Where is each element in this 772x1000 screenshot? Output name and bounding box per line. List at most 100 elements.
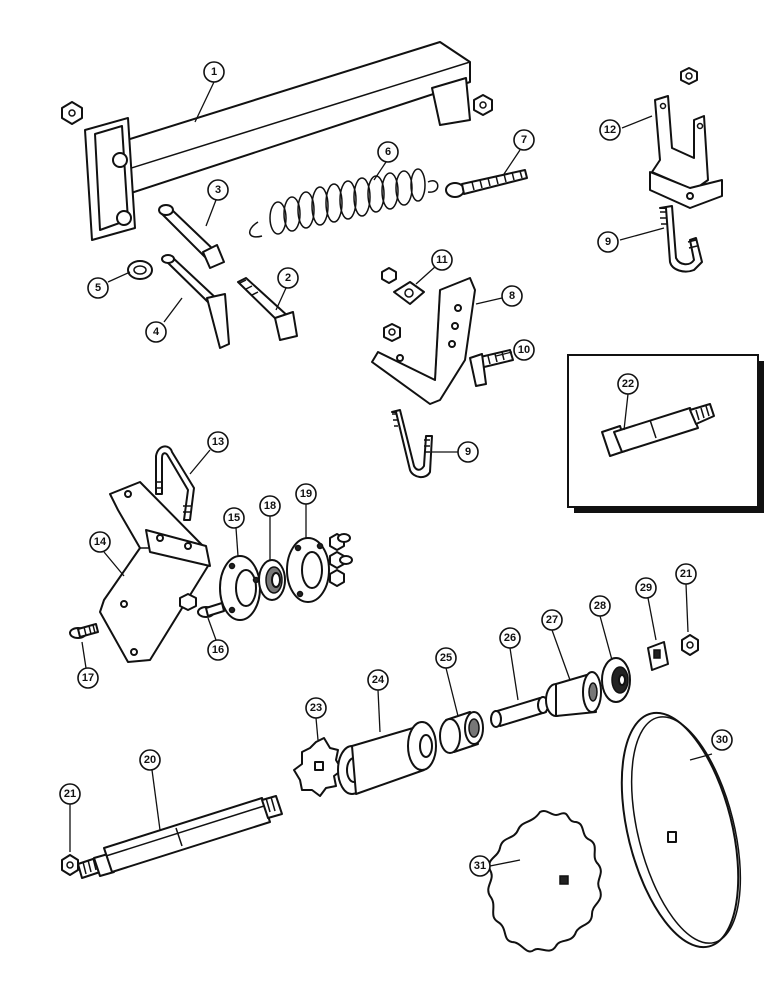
callout-7: 7 xyxy=(513,129,535,151)
callout-15: 15 xyxy=(223,507,245,529)
callout-9-right: 9 xyxy=(597,231,619,253)
callout-19: 19 xyxy=(295,483,317,505)
part-5-lynch-ring xyxy=(127,260,153,280)
part-20-axle xyxy=(77,795,283,879)
callout-label: 3 xyxy=(215,184,221,196)
callout-4: 4 xyxy=(145,321,167,343)
callout-label: 20 xyxy=(144,754,156,766)
part-3-pin xyxy=(158,204,225,269)
callout-8: 8 xyxy=(501,285,523,307)
callout-label: 31 xyxy=(474,860,486,872)
callout-label: 12 xyxy=(604,124,616,136)
part-9-u-bolt-middle xyxy=(391,409,433,478)
callout-label: 15 xyxy=(228,512,240,524)
callout-1: 1 xyxy=(203,61,225,83)
callout-28: 28 xyxy=(589,595,611,617)
part-21-nut-left xyxy=(61,854,79,876)
callout-17: 17 xyxy=(77,667,99,689)
callout-9-middle: 9 xyxy=(457,441,479,463)
callout-22: 22 xyxy=(617,373,639,395)
part-31-notched-disc xyxy=(487,810,602,953)
callout-label: 7 xyxy=(521,134,527,146)
part-16-carriage-bolt xyxy=(197,602,225,618)
part-27-spool-half xyxy=(545,671,602,717)
part-17-carriage-bolt xyxy=(69,623,99,639)
callout-label: 10 xyxy=(518,344,530,356)
part-1-frame-tube xyxy=(84,41,471,241)
callout-label: 13 xyxy=(212,436,224,448)
callout-label: 9 xyxy=(605,236,611,248)
part-23-spool-washer xyxy=(293,737,343,797)
callout-24: 24 xyxy=(367,669,389,691)
callout-label: 17 xyxy=(82,672,94,684)
callout-26: 26 xyxy=(499,627,521,649)
callout-20: 20 xyxy=(139,749,161,771)
callout-label: 9 xyxy=(465,446,471,458)
callout-21-left: 21 xyxy=(59,783,81,805)
callout-label: 2 xyxy=(285,272,291,284)
part-30-plain-disc xyxy=(620,711,742,949)
callout-label: 21 xyxy=(64,788,76,800)
callout-label: 30 xyxy=(716,734,728,746)
part-14-gang-bracket xyxy=(99,481,211,663)
callout-18: 18 xyxy=(259,495,281,517)
callout-label: 4 xyxy=(153,326,160,338)
part-6-spring xyxy=(249,168,439,238)
callout-30: 30 xyxy=(711,729,733,751)
callout-label: 25 xyxy=(440,652,452,664)
callout-23: 23 xyxy=(305,697,327,719)
callout-2: 2 xyxy=(277,267,299,289)
part-4-handle-pin xyxy=(161,254,230,349)
callout-27: 27 xyxy=(541,609,563,631)
callout-10: 10 xyxy=(513,339,535,361)
part-9-u-bolt-right xyxy=(659,205,703,273)
callout-label: 23 xyxy=(310,702,322,714)
part-25-bushing xyxy=(439,711,484,754)
callout-label: 6 xyxy=(385,146,391,158)
callout-label: 24 xyxy=(372,674,385,686)
callout-label: 8 xyxy=(509,290,515,302)
part-18-bearing xyxy=(258,559,286,601)
callout-label: 28 xyxy=(594,600,606,612)
callout-6: 6 xyxy=(377,141,399,163)
callout-29: 29 xyxy=(635,577,657,599)
part-24-spool xyxy=(337,721,437,795)
flange-nuts-washers xyxy=(329,533,353,587)
part-8-angle-bracket xyxy=(371,277,476,405)
callout-12: 12 xyxy=(599,119,621,141)
part-11-plate xyxy=(381,267,425,305)
callout-label: 5 xyxy=(95,282,101,294)
callout-label: 18 xyxy=(264,500,276,512)
part-10-bolt xyxy=(469,349,514,387)
callout-label: 26 xyxy=(504,632,516,644)
part-7-eye-bolt xyxy=(445,169,528,198)
callout-label: 11 xyxy=(436,254,448,266)
leader-lines xyxy=(69,81,713,867)
frame-nut-left xyxy=(61,101,83,125)
callout-13: 13 xyxy=(207,431,229,453)
part-2-bolt xyxy=(237,277,298,341)
part-22-axle-shaft xyxy=(601,403,715,457)
callout-label: 16 xyxy=(212,644,224,656)
callout-31: 31 xyxy=(469,855,491,877)
part-28-bearing-housing xyxy=(601,657,631,703)
bracket-top-nut xyxy=(680,67,698,85)
part-13-u-bolt xyxy=(155,445,195,521)
callout-25: 25 xyxy=(435,647,457,669)
gang-bracket-nut xyxy=(179,593,197,611)
callout-label: 19 xyxy=(300,488,312,500)
callout-16: 16 xyxy=(207,639,229,661)
part-12-mount-bracket xyxy=(649,95,723,209)
callout-14: 14 xyxy=(89,531,111,553)
callout-11: 11 xyxy=(431,249,453,271)
callout-label: 14 xyxy=(94,536,107,548)
callout-label: 22 xyxy=(622,378,634,390)
bracket-nut xyxy=(383,323,401,342)
part-26-spacer-tube xyxy=(490,696,549,728)
part-15-flange xyxy=(219,555,261,621)
callout-3: 3 xyxy=(207,179,229,201)
part-29-clip xyxy=(647,641,669,671)
callout-label: 1 xyxy=(211,66,217,78)
part-19-flange xyxy=(286,537,330,603)
